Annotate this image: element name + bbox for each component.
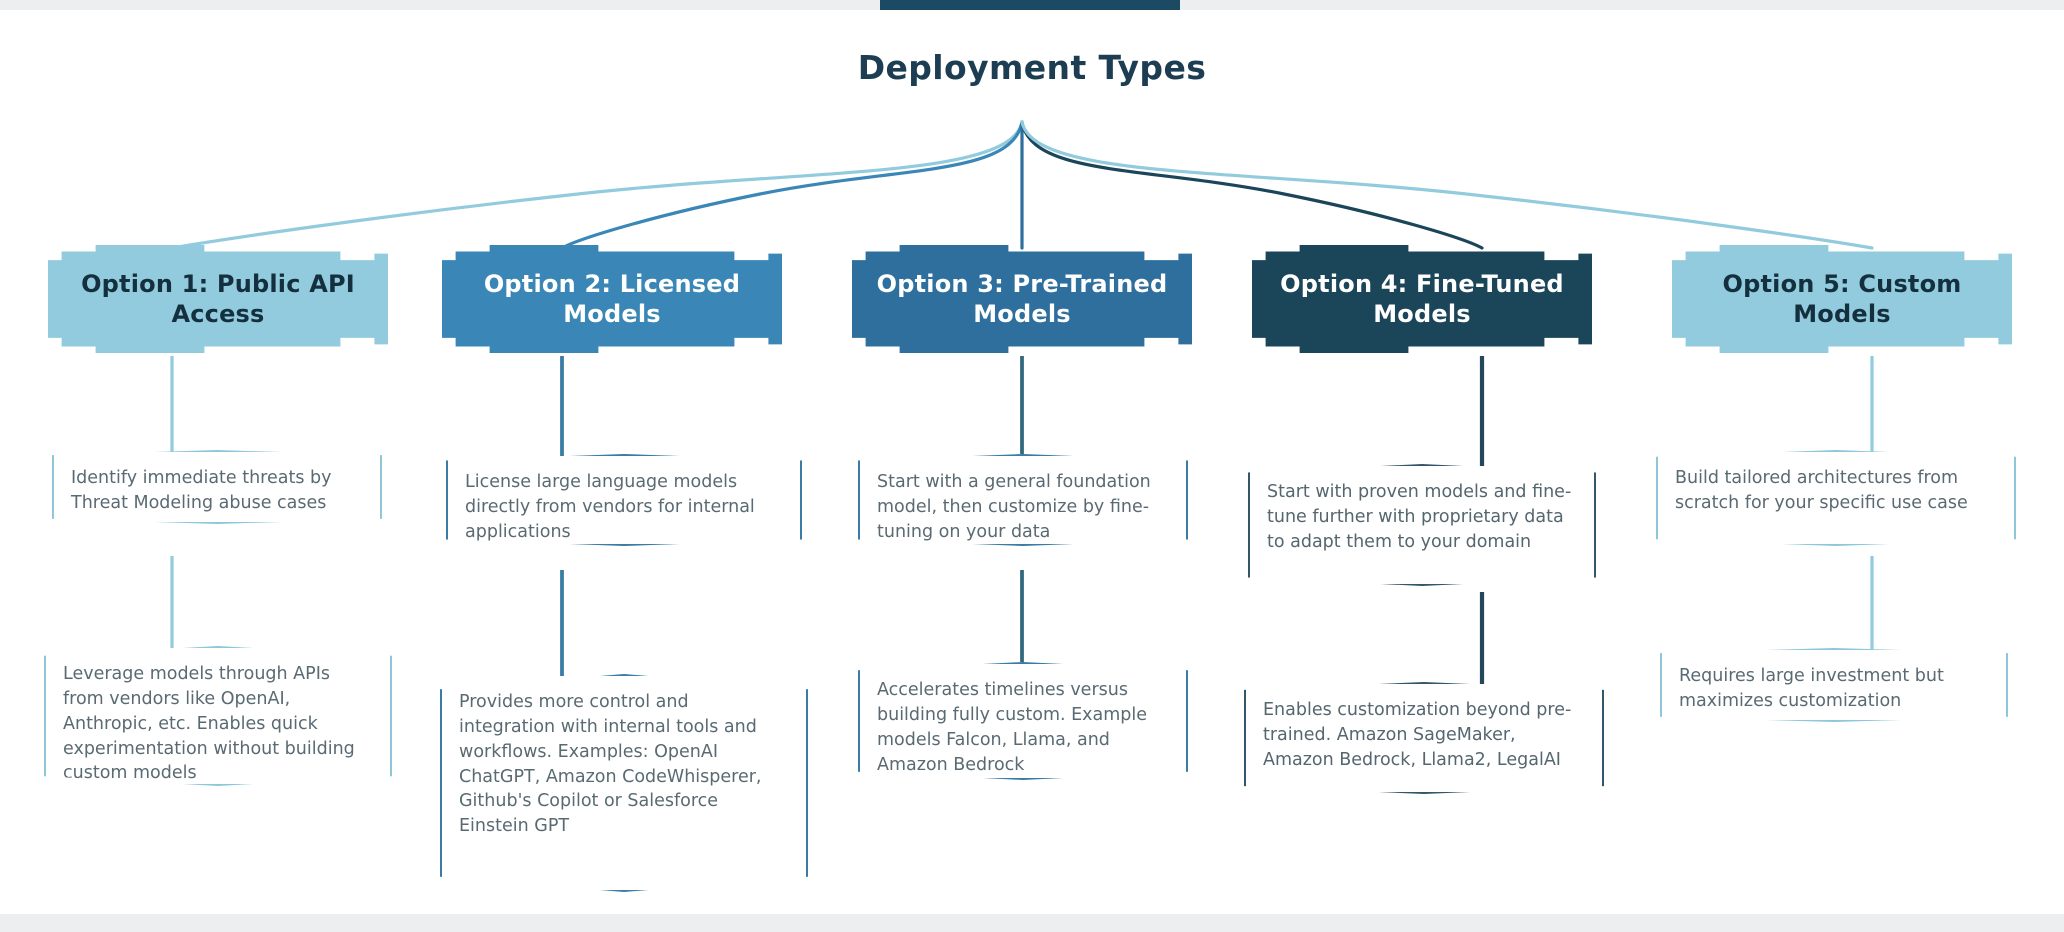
note-text-1-1: Identify immediate threats by Threat Mod… (71, 468, 332, 513)
note-5-2[interactable]: Requires large investment but maximizes … (1660, 648, 2008, 722)
option-column-4: Option 4: Fine-Tuned Models (1252, 245, 1592, 353)
note-1-1[interactable]: Identify immediate threats by Threat Mod… (52, 450, 382, 524)
option-header-label-2: Option 2: Licensed Models (483, 270, 741, 328)
note-text-2-1: License large language models directly f… (465, 472, 755, 542)
note-text-5-1: Build tailored architectures from scratc… (1675, 468, 1968, 513)
note-4-2[interactable]: Enables customization beyond pre-trained… (1244, 682, 1604, 794)
note-text-4-1: Start with proven models and fine-tune f… (1267, 482, 1572, 552)
note-text-3-2: Accelerates timelines versus building fu… (877, 680, 1148, 775)
branch-line-2 (560, 120, 1024, 250)
branch-line-5 (1020, 120, 1874, 250)
note-4-1[interactable]: Start with proven models and fine-tune f… (1248, 464, 1596, 586)
option-header-2[interactable]: Option 2: Licensed Models (442, 245, 782, 353)
option-header-5[interactable]: Option 5: Custom Models (1672, 245, 2012, 353)
note-text-5-2: Requires large investment but maximizes … (1679, 666, 1944, 711)
note-3-1[interactable]: Start with a general foundation model, t… (858, 454, 1188, 546)
option-column-1: Option 1: Public API Access (48, 245, 388, 353)
option-column-5: Option 5: Custom Models (1672, 245, 2012, 353)
note-1-2[interactable]: Leverage models through APIs from vendor… (44, 646, 392, 786)
note-3-2[interactable]: Accelerates timelines versus building fu… (858, 662, 1188, 780)
note-5-1[interactable]: Build tailored architectures from scratc… (1656, 450, 2016, 546)
window-top-strip (0, 0, 2064, 10)
note-2-2[interactable]: Provides more control and integration wi… (440, 674, 808, 892)
option-header-label-1: Option 1: Public API Access (81, 270, 355, 328)
option-column-3: Option 3: Pre-Trained Models (852, 245, 1192, 353)
note-text-4-2: Enables customization beyond pre-trained… (1263, 700, 1572, 770)
option-header-4[interactable]: Option 4: Fine-Tuned Models (1252, 245, 1592, 353)
window-active-tab[interactable] (880, 0, 1180, 10)
note-text-1-2: Leverage models through APIs from vendor… (63, 664, 355, 784)
branch-line-1 (170, 120, 1024, 250)
option-header-1[interactable]: Option 1: Public API Access (48, 245, 388, 353)
window-bottom-strip (0, 914, 2064, 932)
option-header-3[interactable]: Option 3: Pre-Trained Models (852, 245, 1192, 353)
option-column-2: Option 2: Licensed Models (442, 245, 782, 353)
page-title: Deployment Types (857, 48, 1207, 87)
note-text-2-2: Provides more control and integration wi… (459, 692, 762, 837)
option-header-label-4: Option 4: Fine-Tuned Models (1280, 270, 1564, 328)
option-header-label-3: Option 3: Pre-Trained Models (876, 270, 1168, 328)
note-2-1[interactable]: License large language models directly f… (446, 454, 802, 546)
option-header-label-5: Option 5: Custom Models (1722, 270, 1962, 328)
note-text-3-1: Start with a general foundation model, t… (877, 472, 1151, 542)
branch-line-4 (1020, 120, 1484, 250)
